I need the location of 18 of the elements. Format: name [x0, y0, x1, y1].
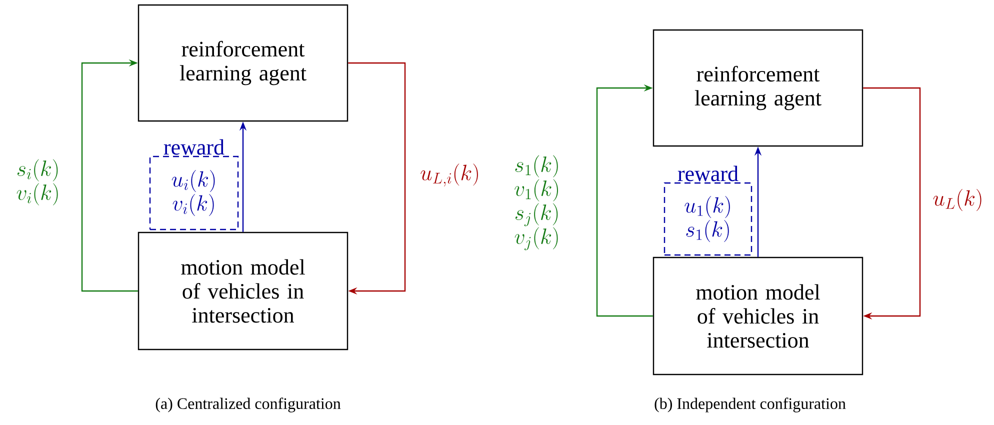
subfigure-caption: (b) Independent configuration [654, 398, 846, 412]
arrow [596, 84, 653, 317]
box-heading: reward [678, 166, 738, 182]
arrow [863, 87, 921, 320]
box-heading: reward [164, 139, 224, 155]
arrow [348, 62, 406, 295]
reward-box: $u_i(k)$ $v_i(k)$ [149, 156, 239, 230]
process-box: reinforcement learning agent [138, 4, 348, 122]
edge-label: $u_{L,i}(k)$ [419, 162, 481, 188]
edge-label: $\begin{array}{c}s_i(k)\\ v_i(k)\end{array}$ [10, 158, 66, 208]
process-box: motion model of vehicles in intersection [138, 232, 348, 350]
edge-label: $\begin{array}{c}s_1(k)\\ v_1(k)\\ s_j(k)\\ v_j(k)\end{array}$ [508, 154, 566, 252]
reward-box: $u_1(k)$ $s_1(k)$ [664, 182, 752, 256]
edge-label: $u_L(k)$ [932, 188, 984, 212]
subfigure-caption: (a) Centralized configuration [156, 398, 341, 412]
arrow [81, 59, 138, 292]
process-box: reinforcement learning agent [652, 29, 864, 147]
process-box: motion model of vehicles in intersection [652, 256, 864, 376]
